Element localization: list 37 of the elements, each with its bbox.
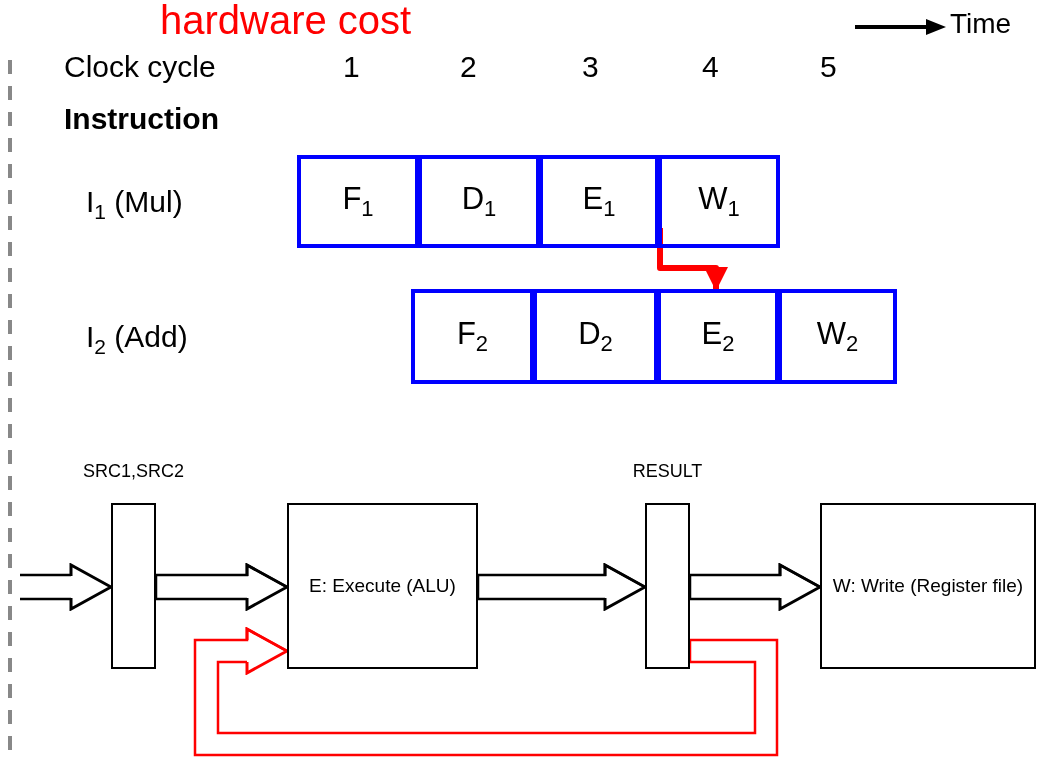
instruction-label: I$_{1}$ (Mul) <box>86 185 183 224</box>
cycle-number: 4 <box>702 50 719 84</box>
pipeline-stage-cell <box>539 155 659 248</box>
stage-label: E$_{1}$ <box>582 180 616 223</box>
stage-label: W: Write (Register file) <box>832 574 1024 598</box>
axis-label: Time <box>950 8 1012 40</box>
stage-label: E$_{2}$ <box>701 315 735 358</box>
instruction-label: I$_{2}$ (Add) <box>86 320 188 359</box>
pipeline-stage-cell <box>418 155 540 248</box>
stage-label: F$_{2}$ <box>456 315 489 358</box>
stage-label: D$_{1}$ <box>461 180 497 223</box>
register-bar <box>645 503 690 669</box>
register-label: RESULT <box>632 461 703 482</box>
row-header: Clock cycle <box>64 50 216 84</box>
cycle-number: 5 <box>820 50 837 84</box>
stage-label: D$_{2}$ <box>578 315 613 358</box>
pipeline-stage-cell <box>658 155 780 248</box>
stage-label: W$_{1}$ <box>698 180 740 223</box>
pipeline-stage-cell <box>533 289 658 384</box>
stage-label: W$_{2}$ <box>816 315 859 358</box>
register-bar <box>111 503 156 669</box>
pipeline-stage-cell <box>778 289 897 384</box>
forwarding-arrow <box>657 228 728 291</box>
heading-text: hardware cost <box>160 0 412 40</box>
stage-label: E: Execute (ALU) <box>309 574 456 598</box>
column-header: Instruction <box>64 102 219 136</box>
stage-box <box>820 503 1036 669</box>
cycle-number: 3 <box>582 50 599 84</box>
pipeline-stage-cell <box>657 289 779 384</box>
hollow-arrow <box>18 563 113 611</box>
stage-label: F$_{1}$ <box>342 180 374 223</box>
cycle-number: 2 <box>460 50 477 84</box>
pipeline-stage-cell <box>297 155 419 248</box>
cycle-number: 1 <box>343 50 360 84</box>
pipeline-stage-cell <box>411 289 534 384</box>
register-label: SRC1,SRC2 <box>83 461 184 482</box>
stage-box <box>287 503 478 669</box>
